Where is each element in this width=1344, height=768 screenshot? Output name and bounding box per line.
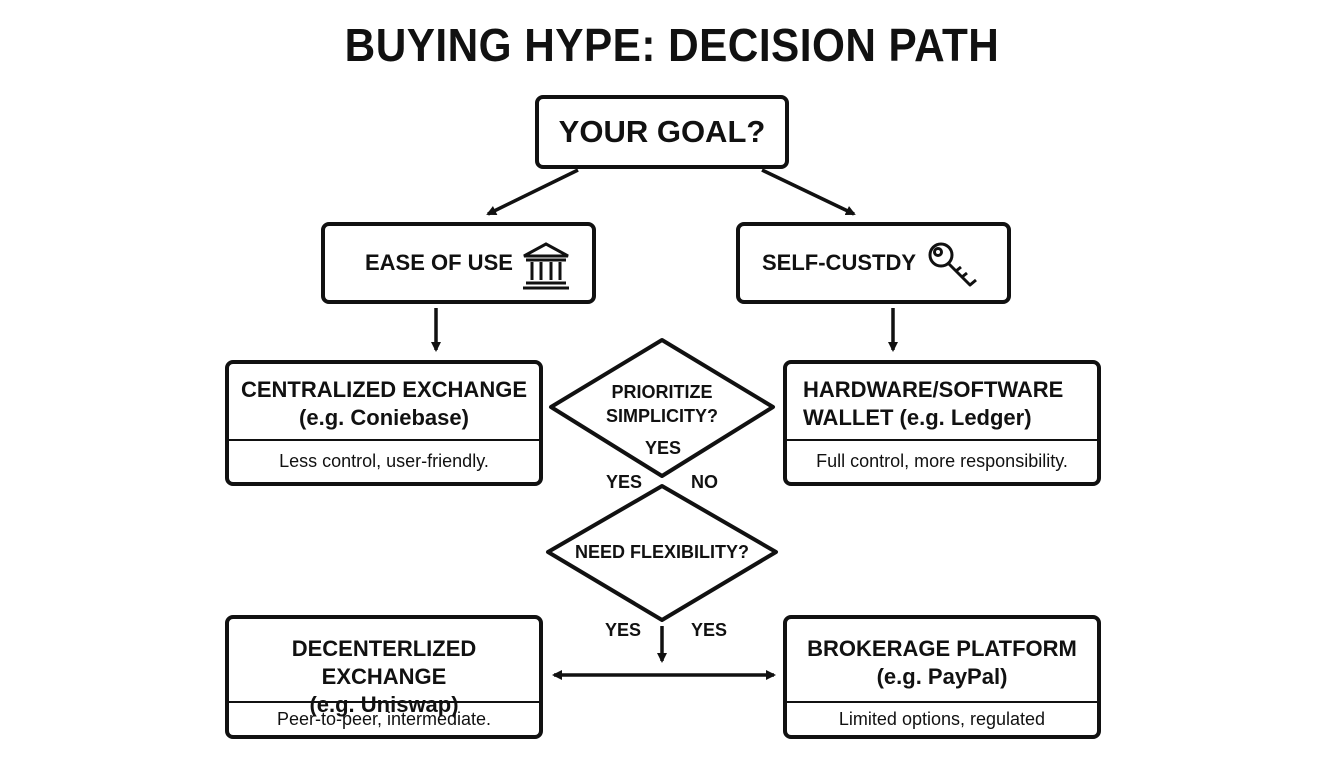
edge-label-yes: YES (691, 620, 728, 640)
card-note: Less control, user-friendly. (279, 451, 489, 471)
key-icon (928, 242, 977, 287)
card-note: Peer-to-peer, intermediate. (276, 708, 492, 729)
decentralized-exchange-card: DECENTERLIZED EXCHANGE (e.g. Uniswap) Pe… (225, 615, 543, 739)
simplicity-question-line1: PRIORITIZE (611, 382, 713, 402)
brokerage-platform-card: BROKERAGE PLATFORM (e.g. PayPal) Limited… (783, 615, 1101, 739)
self-custody-label: SELF-CUSTDY (762, 250, 916, 275)
hardware-wallet-card: HARDWARE/SOFTWARE WALLET (e.g. Ledger) F… (783, 360, 1101, 486)
simplicity-question-line2: SIMPLICITY? (606, 406, 718, 426)
card-example: (e.g. Coniebase) (299, 405, 469, 430)
bank-icon (523, 242, 569, 290)
card-title: DECENTERLIZED EXCHANGE (291, 636, 477, 689)
card-title: HARDWARE/SOFTWARE (803, 377, 1064, 402)
card-heading: CENTRALIZED EXCHANGE (e.g. Coniebase) (229, 364, 539, 441)
card-title: BROKERAGE PLATFORM (807, 636, 1077, 661)
decision-diamond-simplicity (549, 338, 775, 478)
edge-label-yes: YES (645, 438, 682, 458)
page-title: BUYING HYPE: DECISION PATH (344, 19, 1000, 71)
card-note: Limited options, regulated (838, 708, 1046, 729)
simplicity-question: PRIORITIZE SIMPLICITY? (572, 380, 752, 428)
flexibility-question: NEED FLEXIBILITY? (574, 542, 749, 562)
arrow-goal-to-self (761, 168, 856, 216)
card-note: Full control, more responsibility. (816, 451, 1068, 471)
ease-of-use-node: EASE OF USE (321, 222, 596, 304)
arrow-goal-to-ease (486, 168, 579, 216)
card-heading: HARDWARE/SOFTWARE WALLET (e.g. Ledger) (787, 364, 1097, 441)
goal-node: YOUR GOAL? (535, 95, 789, 169)
card-heading: DECENTERLIZED EXCHANGE (e.g. Uniswap) (229, 619, 539, 717)
decision-diamond-flexibility (546, 484, 778, 622)
edge-label-yes: YES (606, 472, 643, 492)
card-title: CENTRALIZED EXCHANGE (240, 377, 527, 402)
edge-label-yes: YES (605, 620, 642, 640)
centralized-exchange-card: CENTRALIZED EXCHANGE (e.g. Coniebase) Le… (225, 360, 543, 486)
card-example: (e.g. Uniswap) (309, 692, 459, 717)
card-example: WALLET (e.g. Ledger) (803, 405, 1032, 430)
card-example: (e.g. PayPal) (876, 664, 1008, 689)
self-custody-node: SELF-CUSTDY (736, 222, 1011, 304)
edge-label-no: NO (691, 472, 718, 492)
card-heading: BROKERAGE PLATFORM (e.g. PayPal) (787, 619, 1097, 703)
ease-of-use-label: EASE OF USE (365, 250, 513, 275)
